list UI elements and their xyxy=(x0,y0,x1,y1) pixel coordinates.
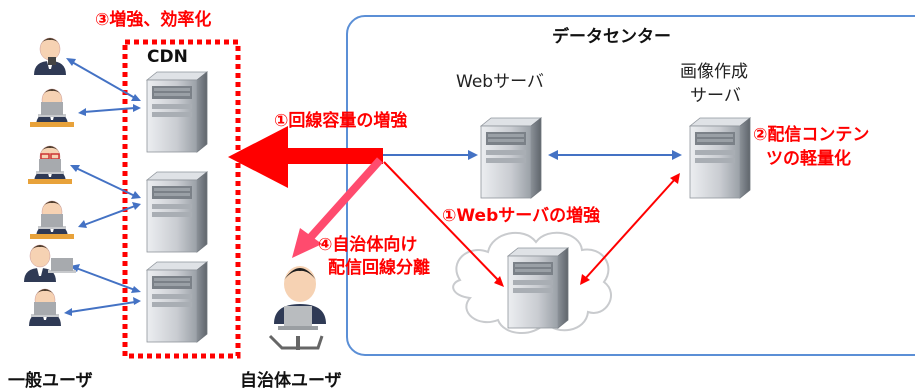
separate-line-arrow xyxy=(307,157,383,241)
general-user-2 xyxy=(30,88,74,127)
general-user-5 xyxy=(23,244,76,283)
datacenter-label: データセンター xyxy=(552,26,671,47)
cdn-server-top xyxy=(146,71,208,153)
separate-line-arrowhead xyxy=(292,228,322,258)
cdn-server-bottom xyxy=(146,261,208,343)
web-server-label: Webサーバ xyxy=(456,72,544,92)
datacenter-box xyxy=(346,15,915,356)
general-user-3 xyxy=(28,145,72,184)
cloud-server-icon xyxy=(507,247,569,329)
improve-cdn-label: ③増強、効率化 xyxy=(95,9,211,30)
image-server-label-2: サーバ xyxy=(690,86,741,106)
web-cloud-link xyxy=(383,161,501,283)
web-server-increase-label: ①Webサーバの増強 xyxy=(442,205,600,226)
line-capacity-arrow xyxy=(228,126,383,188)
image-cloud-arrowhead-high xyxy=(670,173,680,184)
content-label-2: ツの軽量化 xyxy=(766,148,851,169)
link-arrowheads xyxy=(64,58,141,316)
separate-line-label-1: ④自治体向け xyxy=(318,234,417,255)
image-server-label-1: 画像作成 xyxy=(680,62,748,82)
image-cloud-arrowhead-low xyxy=(580,274,590,285)
general-user-6 xyxy=(28,288,62,327)
cdn-web-arrowhead xyxy=(468,150,478,160)
cdn-box xyxy=(122,39,241,359)
municipality-users-label: 自治体ユーザ xyxy=(240,370,342,390)
web-image-arrowhead-left xyxy=(548,150,558,160)
content-label-1: ②配信コンテン xyxy=(753,124,869,145)
general-users-label: 一般ユーザ xyxy=(8,370,93,390)
cdn-server-middle xyxy=(146,171,208,253)
municipality-user xyxy=(268,266,326,350)
image-server-icon xyxy=(689,117,751,199)
image-cloud-link xyxy=(583,177,677,281)
line-capacity-label: ①回線容量の増強 xyxy=(274,110,407,131)
web-image-arrowhead-right xyxy=(672,150,682,160)
user-cdn-links xyxy=(69,61,136,313)
web-cloud-arrowhead xyxy=(494,276,504,287)
general-user-4 xyxy=(30,200,74,239)
cdn-label: CDN xyxy=(147,47,188,67)
general-user-1 xyxy=(33,37,67,76)
separate-line-label-2: 配信回線分離 xyxy=(328,257,430,278)
web-server-icon xyxy=(480,117,542,199)
